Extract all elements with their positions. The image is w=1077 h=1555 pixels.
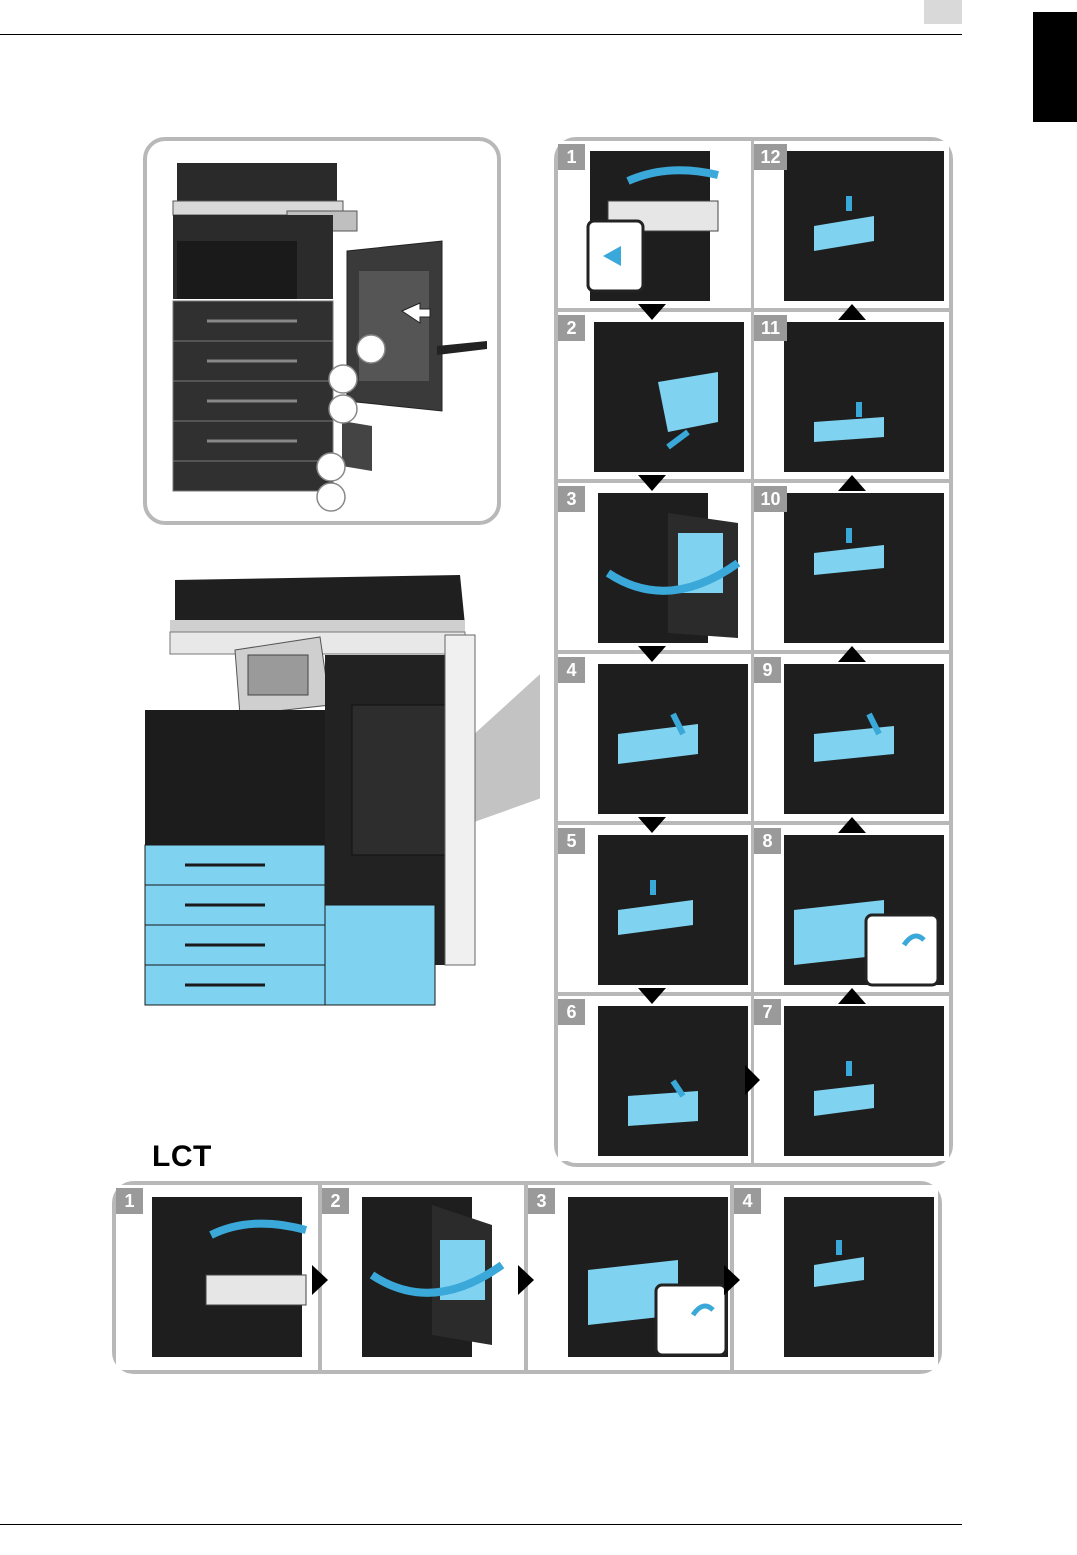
step-flow-arrows xyxy=(540,130,960,1170)
lct-step-number-badge: 1 xyxy=(116,1188,143,1214)
footer-rule xyxy=(0,1524,962,1525)
lct-step-number-badge: 4 xyxy=(734,1188,761,1214)
chapter-side-tab xyxy=(1033,12,1077,122)
step-number-badge: 5 xyxy=(558,828,585,854)
lct-section-title: LCT xyxy=(152,1140,212,1174)
step-number-badge: 3 xyxy=(558,486,585,512)
step-number-badge: 10 xyxy=(754,486,787,512)
step-number-badge: 9 xyxy=(754,657,781,683)
lct-step-number-badge: 2 xyxy=(322,1188,349,1214)
page-number-box xyxy=(924,0,962,24)
step-number-badge: 11 xyxy=(754,315,787,341)
overview-panel xyxy=(143,137,501,525)
header-rule xyxy=(0,34,962,35)
machine-front-view-illustration xyxy=(130,565,540,1025)
machine-side-view-illustration xyxy=(147,141,497,521)
step-number-badge: 12 xyxy=(754,144,787,170)
step-number-badge: 6 xyxy=(558,999,585,1025)
lct-flow-arrows xyxy=(112,1250,942,1310)
step-number-badge: 8 xyxy=(754,828,781,854)
step-number-badge: 1 xyxy=(558,144,585,170)
step-number-badge: 4 xyxy=(558,657,585,683)
lct-step-number-badge: 3 xyxy=(528,1188,555,1214)
step-number-badge: 2 xyxy=(558,315,585,341)
step-number-badge: 7 xyxy=(754,999,781,1025)
